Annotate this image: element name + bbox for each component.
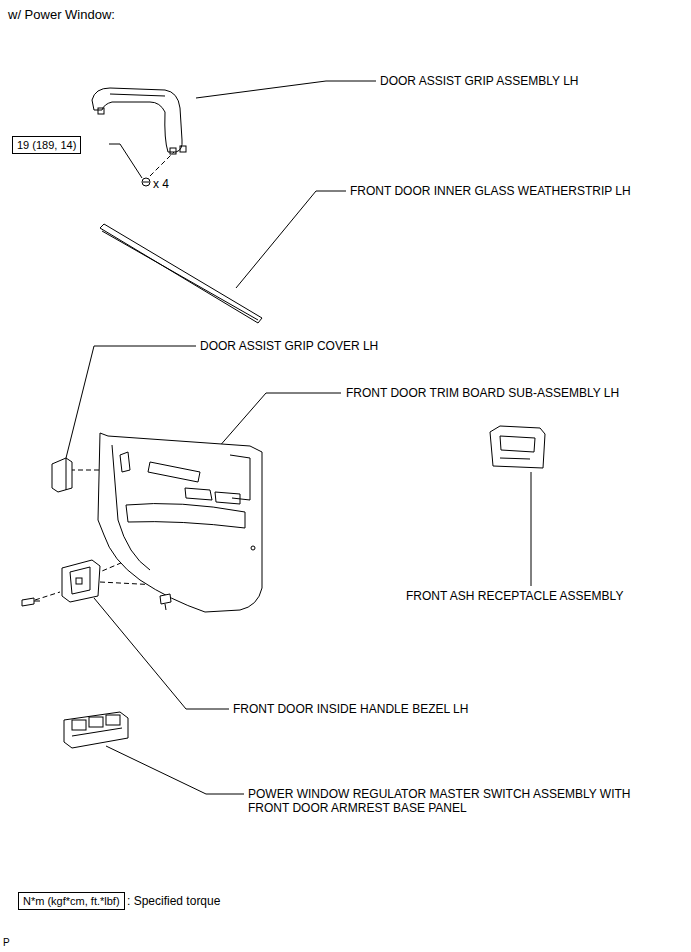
power-window-switch [89, 717, 103, 727]
screw [142, 178, 150, 186]
grip-cover [52, 458, 72, 492]
handle-bezel [62, 560, 100, 602]
screw [142, 178, 150, 186]
assist-grip [180, 146, 186, 152]
door-trim-board [98, 433, 262, 612]
torque-value-box: 19 (189, 14) [12, 136, 81, 154]
door-trim-board [120, 452, 130, 472]
power-window-switch [64, 712, 128, 748]
screw [143, 182, 149, 183]
power-window-switch [72, 720, 86, 730]
part-name: POWER WINDOW REGULATOR MASTER SWITCH ASS… [248, 787, 648, 815]
quantity: x 4 [153, 177, 169, 191]
screw [160, 594, 171, 604]
glass-weatherstrip [100, 224, 262, 323]
diagram-title: w/ Power Window: [8, 8, 115, 22]
screw [22, 594, 171, 610]
door-trim-board [230, 455, 250, 500]
grip-cover [52, 458, 72, 492]
glass-weatherstrip [102, 231, 258, 320]
assist-grip [98, 108, 104, 114]
power-window-switch [106, 715, 120, 725]
part-name: DOOR ASSIST GRIP COVER LH [200, 339, 378, 353]
power-window-switch [64, 712, 128, 748]
part-name: FRONT DOOR TRIM BOARD SUB-ASSEMBLY LH [346, 386, 619, 400]
assist-grip [110, 94, 165, 96]
page-mark: P [3, 936, 10, 950]
torque-unit-box: N*m (kgf*cm, ft.*lbf) [18, 892, 125, 910]
grip-cover [66, 458, 67, 490]
glass-weatherstrip [100, 224, 262, 323]
handle-bezel [76, 578, 82, 584]
screw [22, 598, 34, 606]
power-window-switch [72, 728, 122, 736]
ash-receptacle [500, 436, 535, 452]
part-name: FRONT ASH RECEPTACLE ASSEMBLY [406, 589, 623, 603]
handle-bezel [62, 560, 100, 602]
part-name: FRONT DOOR INSIDE HANDLE BEZEL LH [233, 702, 468, 716]
door-trim-board [126, 504, 245, 528]
door-trim-board [185, 488, 212, 500]
screw [34, 601, 40, 602]
leader-line [106, 746, 244, 794]
handle-bezel [70, 567, 90, 594]
guide-line [35, 592, 60, 600]
leader-line [236, 191, 346, 288]
torque-text: 19 (189, 14) [17, 139, 76, 151]
assist-grip [92, 88, 186, 154]
door-trim-board [98, 433, 262, 612]
screw [165, 604, 166, 610]
torque-text: N*m (kgf*cm, ft.*lbf) [23, 895, 120, 907]
ash-receptacle [490, 426, 545, 468]
assist-grip [170, 148, 176, 154]
leader-line [531, 472, 532, 586]
door-trim-board [112, 445, 150, 570]
part-name: DOOR ASSIST GRIP ASSEMBLY LH [380, 74, 579, 88]
assist-grip [92, 88, 182, 152]
door-trim-board [251, 546, 255, 550]
door-trim-board [148, 462, 200, 482]
leader-line [94, 598, 229, 709]
ash-receptacle [500, 458, 530, 459]
ash-receptacle [490, 426, 545, 468]
leader-line [109, 144, 142, 178]
legend-text: : Specified torque [127, 894, 220, 908]
part-name: FRONT DOOR INNER GLASS WEATHERSTRIP LH [350, 184, 631, 198]
leader-line [196, 81, 376, 98]
